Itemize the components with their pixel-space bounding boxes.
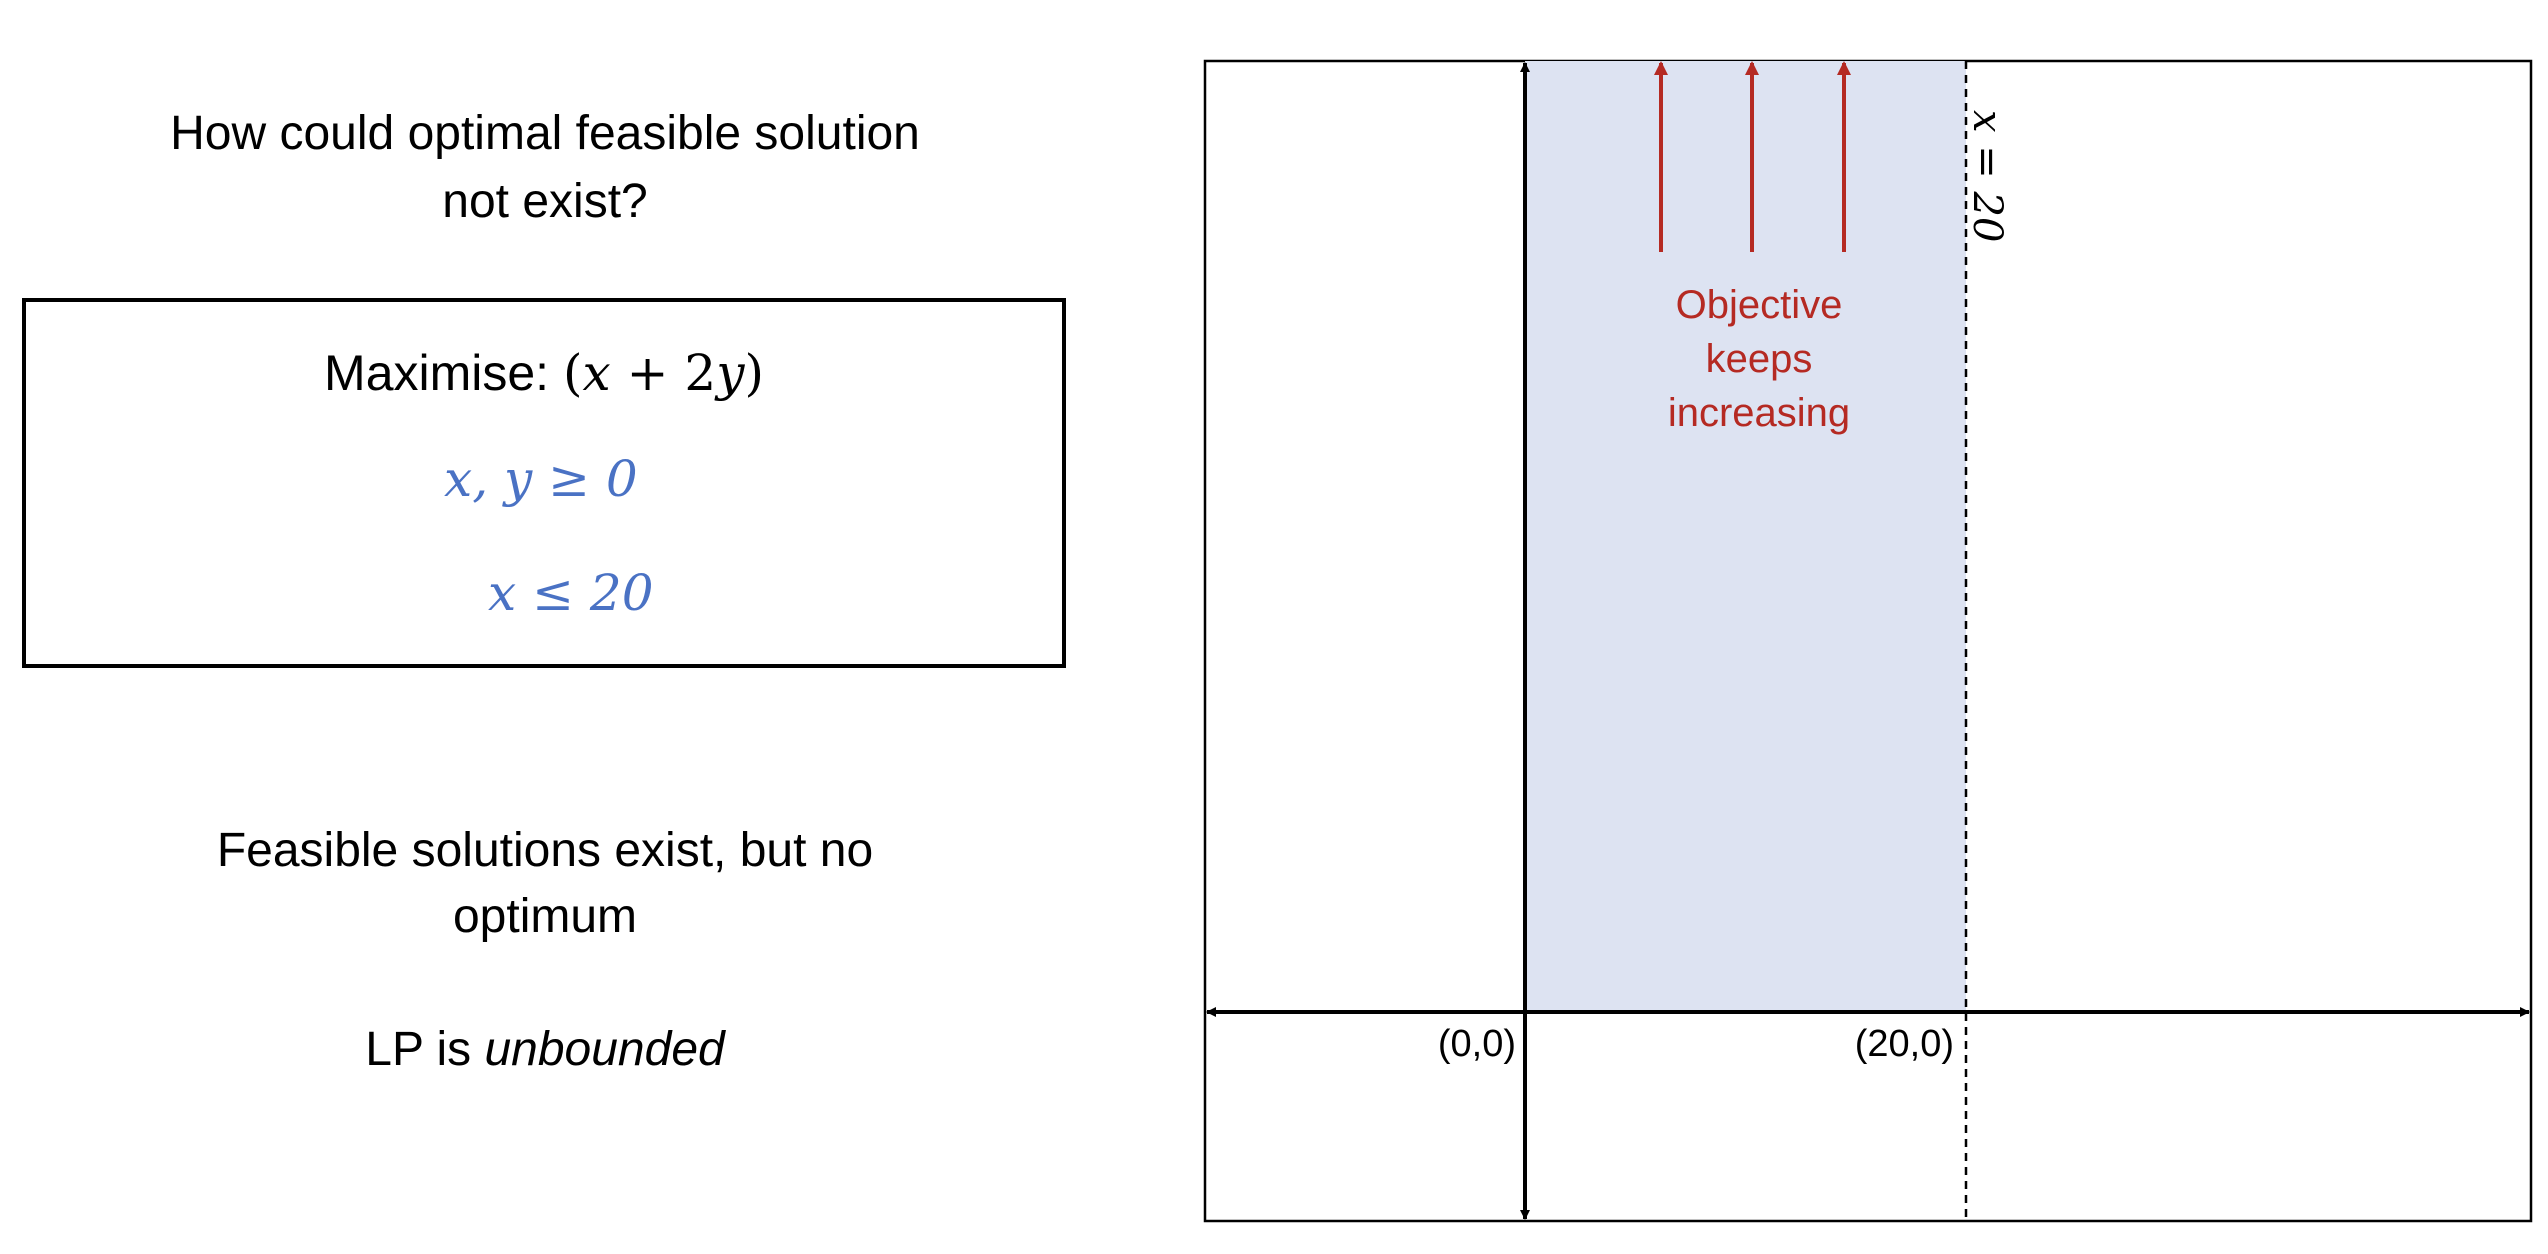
objective-function: Maximise: (x + 2y)	[26, 344, 1062, 402]
objective-prefix: Maximise:	[324, 345, 563, 401]
lp-formulation-box: Maximise: (x + 2y) x, y ≥ 0 x ≤ 20	[22, 298, 1066, 668]
objective-open-paren: (	[562, 344, 583, 402]
objective-var-y: y	[716, 344, 745, 402]
question-line-1: How could optimal feasible solution	[170, 107, 920, 160]
status-unbounded: unbounded	[484, 1023, 725, 1076]
constraint-x-upper-bound: x ≤ 20	[488, 564, 654, 622]
origin-label: (0,0)	[1438, 1023, 1516, 1065]
lp-status: LP is unbounded	[60, 1022, 1030, 1077]
question-text: How could optimal feasible solution not …	[60, 100, 1030, 236]
constraint-nonnegativity: x, y ≥ 0	[444, 450, 638, 508]
objective-var-x: x	[582, 344, 611, 402]
objective-close-paren: )	[744, 344, 764, 402]
conclusion-line-2: optimum	[452, 890, 638, 943]
objective-plus-2: + 2	[610, 344, 717, 402]
question-line-2: not exist?	[442, 175, 648, 228]
status-prefix: LP is	[365, 1023, 485, 1076]
conclusion-line-1: Feasible solutions exist, but no	[216, 824, 874, 877]
boundary-label: x = 20	[1964, 110, 2010, 242]
conclusion-text: Feasible solutions exist, but no optimum	[100, 818, 990, 950]
annotation-line-1: Objective	[1676, 283, 1843, 327]
annotation-line-2: keeps	[1706, 337, 1813, 381]
feasible-region	[1525, 61, 1966, 1012]
annotation-line-3: increasing	[1668, 391, 1850, 435]
point-20-0-label: (20,0)	[1855, 1023, 1954, 1065]
